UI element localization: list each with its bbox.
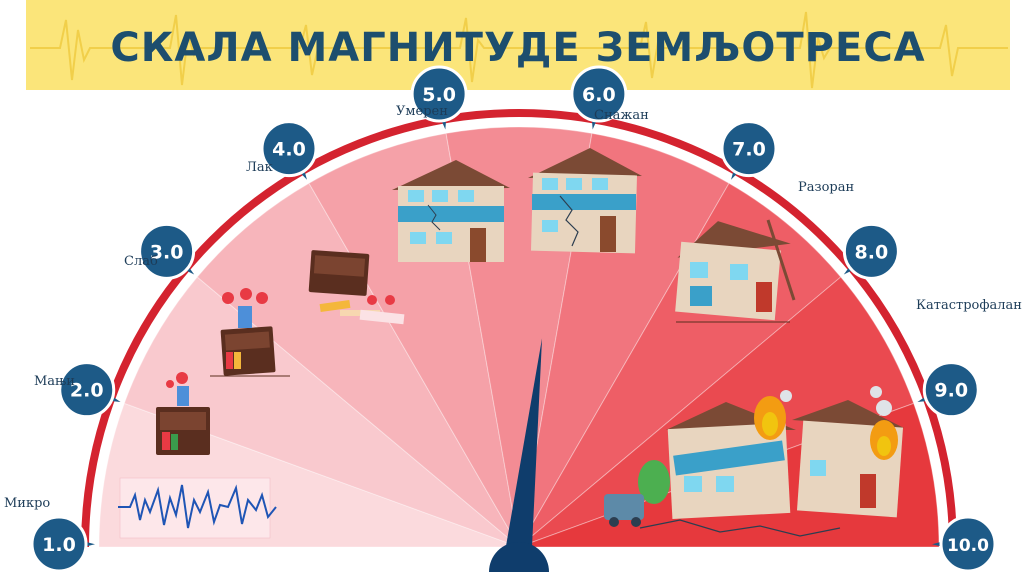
magnitude-label: 4.0 [272,139,306,161]
magnitude-bubble: 2.0 [58,361,121,419]
bubble-circle [570,65,628,123]
magnitude-bubble: 7.0 [720,120,778,180]
level-label-strong: Снажан [594,108,649,123]
magnitude-bubble: 5.0 [410,65,468,130]
magnitude-bubble: 10.0 [932,515,997,572]
magnitude-label: 1.0 [42,534,76,556]
magnitude-bubble: 1.0 [30,515,95,572]
seismograph-banner-icon [30,11,1008,89]
level-label-catastrophic: Катастрофалан [916,298,1022,313]
magnitude-label: 10.0 [947,536,989,556]
magnitude-bubble: 3.0 [138,222,196,280]
bubble-circle [138,222,196,280]
bubble-circle [410,65,468,123]
level-label-minor: Мањи [34,374,75,389]
house-cracking-icon [392,160,510,262]
destroyed-houses-fire-icon [604,386,904,537]
magnitude-bubble: 6.0 [570,65,628,130]
bubble-circle [30,515,88,572]
magnitude-bubble: 9.0 [917,361,980,419]
needle-hub [489,542,549,572]
level-label-moderate: Умерен [396,104,448,119]
magnitude-label: 2.0 [70,380,104,402]
falling-cabinet-icon [308,250,405,325]
bubble-circle [720,120,778,178]
bubble-circle [939,515,997,572]
house-collapsing-icon [675,219,796,323]
scale-needle [506,338,543,549]
level-label-light-1: Слаб [124,254,158,269]
level-label-severe: Разоран [798,180,855,195]
bubble-circle [58,361,116,419]
bubble-circle [260,120,318,178]
shaking-cabinet-icon [210,288,290,377]
bubble-circle [842,222,900,280]
scale-sector [308,132,520,548]
magnitude-label: 3.0 [150,241,184,263]
scale-rim [81,109,957,548]
magnitude-bubble: 8.0 [842,222,900,280]
magnitude-label: 6.0 [582,84,616,106]
magnitude-label: 7.0 [732,139,766,161]
level-label-light-2: Лак [246,160,273,175]
magnitude-markers: 1.0 2.0 3.0 4.0 5.0 6.0 7.0 8.0 9.0 10.0 [30,65,997,572]
seismograph-wave-icon [118,477,277,539]
magnitude-label: 5.0 [422,84,456,106]
bubble-circle [922,361,980,419]
cabinet-with-flower-icon [156,372,210,455]
page-title: СКАЛА МАГНИТУДЕ ЗЕМЉОТРЕСА [110,25,926,71]
house-damaged-icon [528,148,642,254]
magnitude-bubble: 4.0 [260,120,318,180]
level-label-micro: Микро [4,496,51,511]
magnitude-label: 8.0 [855,241,889,263]
magnitude-label: 9.0 [934,380,968,402]
scale-sector [518,132,730,548]
scale-sector [196,182,520,548]
